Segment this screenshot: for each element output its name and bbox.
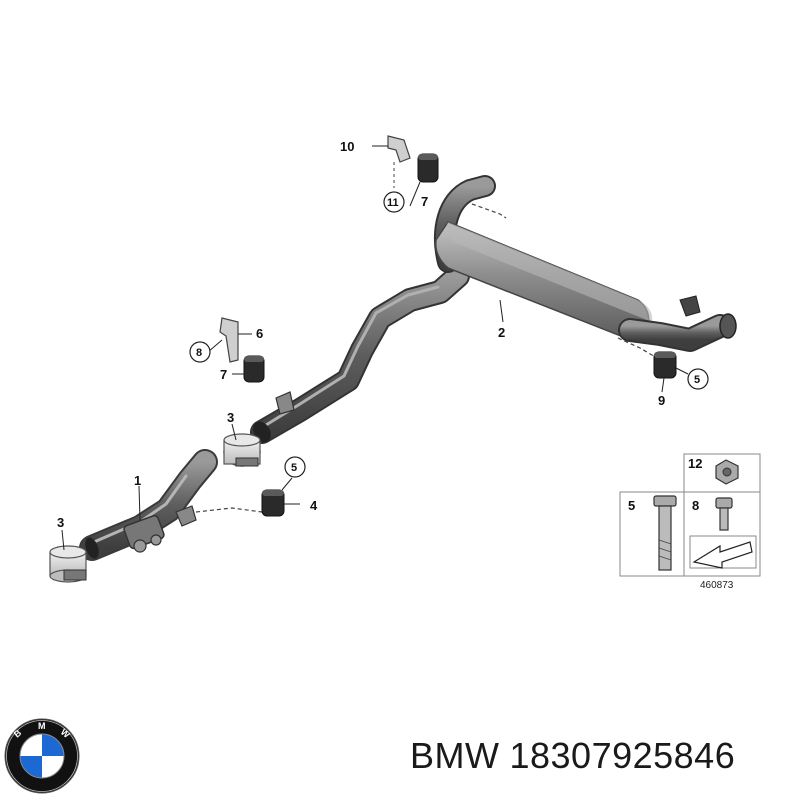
rubber-mount-part-7-upper (417, 153, 439, 183)
callout-11-circled: 11 (383, 191, 405, 213)
clamp-part-3-upper (223, 433, 261, 467)
leader-lines (61, 181, 665, 551)
reference-number: 460873 (700, 580, 734, 591)
callout-2: 2 (498, 325, 505, 340)
direction-arrow-icon (689, 535, 757, 569)
part-number: 18307925846 (509, 735, 736, 776)
bmw-logo-icon: B M W (4, 718, 80, 794)
callout-6: 6 (256, 326, 263, 341)
logo-letter-m: M (38, 721, 46, 731)
bolt-short-icon (715, 497, 733, 531)
rubber-mount-part-7-lower (232, 355, 265, 383)
bracket-part-10 (372, 135, 411, 188)
callout-7-upper: 7 (421, 194, 428, 209)
callout-4: 4 (310, 498, 318, 513)
logo-letter-b: B (12, 727, 24, 739)
callout-5-circled-lower: 5 (284, 456, 306, 478)
svg-text:8: 8 (196, 347, 202, 359)
callout-1: 1 (134, 473, 141, 488)
callout-3-lower: 3 (57, 515, 64, 530)
callout-3-upper: 3 (227, 410, 234, 425)
svg-text:5: 5 (291, 462, 297, 474)
legend-5: 5 (628, 498, 635, 513)
callout-8-circled: 8 (189, 341, 211, 363)
callout-10: 10 (340, 139, 354, 154)
legend-12: 12 (688, 456, 702, 471)
bracket-part-6 (219, 317, 252, 363)
rubber-mount-part-4 (261, 489, 300, 517)
rear-muffler-part-2 (434, 175, 737, 363)
legend-8: 8 (692, 498, 699, 513)
rubber-mount-part-9 (653, 351, 689, 379)
bolt-long-icon (653, 495, 677, 571)
svg-text:5: 5 (694, 374, 700, 386)
callout-7-lower: 7 (220, 367, 227, 382)
front-pipe-part-1 (79, 449, 263, 561)
svg-text:11: 11 (387, 197, 399, 209)
callout-5-circled-rear: 5 (687, 368, 709, 390)
fastener-legend: 12 5 8 460873 (619, 453, 761, 591)
callout-9: 9 (658, 393, 665, 408)
middle-pipe (250, 264, 470, 444)
brand-name: BMW (410, 735, 500, 776)
clamp-part-3-lower (49, 545, 87, 583)
